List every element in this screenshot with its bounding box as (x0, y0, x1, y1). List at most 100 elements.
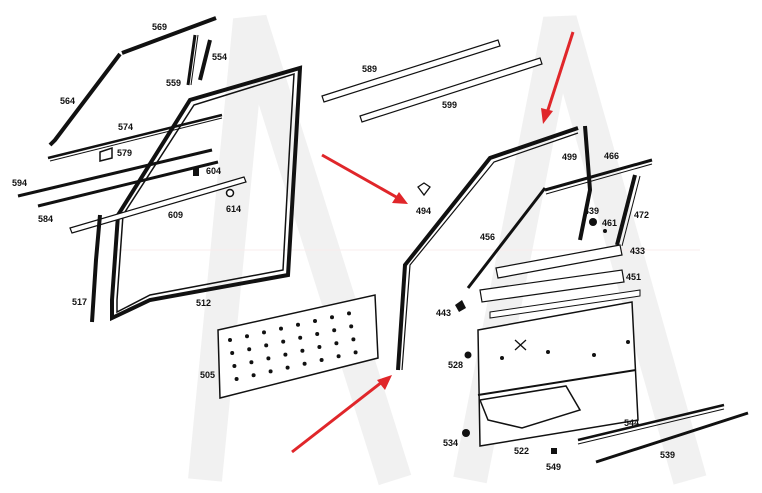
part-number-labels: 569 554 559 564 574 579 594 604 584 609 … (12, 22, 675, 472)
panel-perforation-dot (334, 341, 339, 346)
panel-perforation-dot (266, 356, 271, 361)
part-461-clip (603, 229, 607, 233)
label-461: 461 (602, 218, 617, 228)
panel-perforation-dot (313, 319, 317, 323)
label-451: 451 (626, 272, 641, 282)
panel-perforation-dot (230, 351, 235, 355)
label-466: 466 (604, 151, 619, 161)
part-539-strip (595, 411, 749, 464)
panel-perforation-dot (251, 373, 256, 378)
panel-perforation-dot (349, 324, 354, 329)
label-512: 512 (196, 298, 211, 308)
panel-perforation-dot (279, 326, 283, 331)
panel-perforation-dot (249, 360, 254, 365)
panel-perforation-dot (302, 361, 307, 366)
label-539: 539 (660, 450, 675, 460)
panel-perforation-dot (268, 369, 273, 374)
panel-perforation-dot (317, 345, 322, 349)
part-599-rail (359, 57, 543, 123)
label-549: 549 (546, 462, 561, 472)
panel-perforation-dot (228, 338, 232, 342)
label-554: 554 (212, 52, 227, 62)
part-528-clip (464, 351, 472, 359)
part-472-channel (615, 174, 641, 247)
label-505: 505 (200, 370, 215, 380)
label-559: 559 (166, 78, 181, 88)
part-443-clip (455, 300, 466, 312)
part-466-strip (544, 158, 653, 195)
label-589: 589 (362, 64, 377, 74)
part-584-belt-strip-inner (37, 160, 219, 208)
arrow-left-upper (321, 153, 408, 204)
label-564: 564 (60, 96, 75, 106)
panel-perforation-dot (264, 343, 269, 348)
panel-perforation-dot (245, 334, 249, 339)
part-574-outer-strip (47, 113, 223, 162)
part-433-trim (495, 244, 623, 279)
part-594-belt-strip (17, 148, 213, 198)
panel-perforation-dot (262, 330, 266, 335)
panel-perforation-dot (232, 364, 237, 368)
panel-perforation-dot (332, 328, 337, 333)
panel-perforation-dot (247, 347, 252, 352)
panel-perforation-dot (300, 348, 305, 353)
label-544: 544 (624, 418, 639, 428)
panel-perforation-dot (347, 311, 351, 316)
label-472: 472 (634, 210, 649, 220)
label-614: 614 (226, 204, 241, 214)
label-528: 528 (448, 360, 463, 370)
label-534: 534 (443, 438, 458, 448)
label-494: 494 (416, 206, 431, 216)
arrow-left-lower (291, 375, 392, 454)
part-512-door-frame-seal (110, 65, 303, 322)
part-559-channel (186, 34, 199, 86)
panel-perforation-dot (319, 358, 324, 362)
part-494-clip (417, 182, 431, 197)
part-614-clip (225, 188, 235, 198)
panel-perforation-dot (285, 365, 290, 370)
part-522-door-panel (477, 301, 639, 447)
label-599: 599 (442, 100, 457, 110)
panel-perforation-dot (234, 377, 239, 381)
panel-perforation-dot (298, 335, 303, 340)
label-499: 499 (562, 152, 577, 162)
part-564-front-strip (48, 52, 122, 147)
part-554-channel (198, 39, 212, 81)
panel-perforation-dot (330, 315, 334, 320)
part-499-channel (578, 125, 593, 241)
label-594: 594 (12, 178, 27, 188)
label-456: 456 (480, 232, 495, 242)
part-456-strip (466, 187, 547, 289)
label-439: 439 (584, 206, 599, 216)
label-522: 522 (514, 446, 529, 456)
part-569-upper-strip (121, 16, 217, 55)
panel-perforation-dot (351, 337, 356, 342)
part-589-rail (321, 39, 501, 103)
label-433: 433 (630, 246, 645, 256)
part-494-window-seal (396, 126, 579, 371)
label-517: 517 (72, 297, 87, 307)
label-609: 609 (168, 210, 183, 220)
part-604-clip (193, 167, 199, 176)
panel-perforation-dot (283, 352, 288, 357)
red-arrows (291, 31, 575, 454)
label-443: 443 (436, 308, 451, 318)
panel-perforation-dot (315, 332, 320, 336)
part-579-clip (99, 146, 113, 162)
label-604: 604 (206, 166, 221, 176)
panel-perforation-dot (281, 339, 286, 344)
part-451-strip (479, 269, 641, 319)
panel-perforation-dot (353, 350, 358, 355)
part-439-clip (589, 218, 597, 226)
part-534-clip (462, 429, 470, 437)
label-579: 579 (117, 148, 132, 158)
label-584: 584 (38, 214, 53, 224)
panel-perforation-dot (296, 322, 300, 327)
label-574: 574 (118, 122, 133, 132)
label-569: 569 (152, 22, 167, 32)
part-549-clip (551, 448, 557, 454)
arrow-top (541, 31, 575, 124)
part-544-strip (577, 403, 725, 445)
part-517-side-seal (90, 214, 102, 323)
